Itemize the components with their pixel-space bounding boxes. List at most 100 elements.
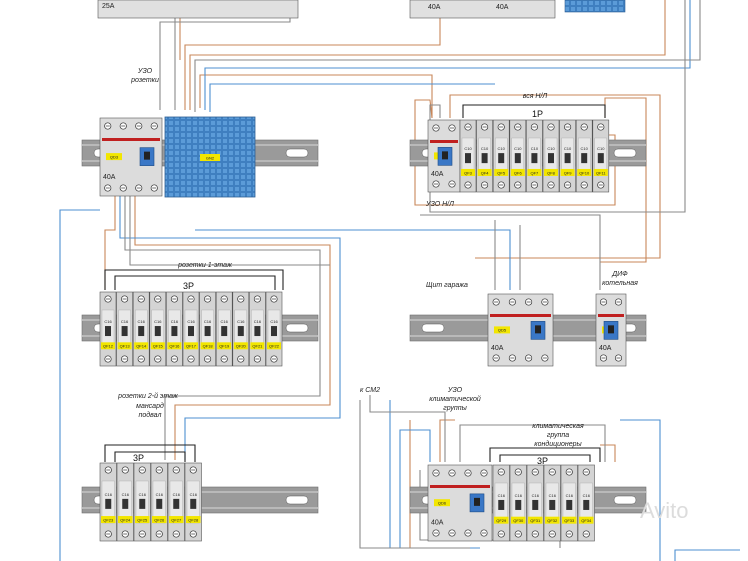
breaker-tag bbox=[186, 516, 201, 524]
breaker-tag bbox=[577, 168, 592, 176]
breaker-toggle[interactable] bbox=[173, 498, 180, 509]
rcd-qd4[interactable]: QD440A bbox=[427, 119, 461, 193]
rail-slot bbox=[285, 323, 309, 333]
breaker-tag bbox=[152, 516, 167, 524]
climate-group-title-2: группа bbox=[547, 432, 569, 439]
breaker-toggle[interactable] bbox=[271, 326, 277, 337]
breaker-toggle[interactable] bbox=[190, 498, 197, 509]
breaker-tag bbox=[511, 516, 526, 524]
breaker-toggle[interactable] bbox=[532, 499, 539, 510]
breaker-tag-text: QF20 bbox=[236, 344, 247, 349]
breaker-toggle[interactable] bbox=[498, 153, 505, 164]
breaker-toggle[interactable] bbox=[531, 153, 538, 164]
breaker-tag bbox=[118, 516, 133, 524]
breaker-toggle[interactable] bbox=[514, 153, 521, 164]
breaker-toggle[interactable] bbox=[254, 326, 261, 337]
breaker-tag-text: QF16 bbox=[169, 344, 180, 349]
breaker-rating: C16 bbox=[532, 493, 540, 498]
breaker-tag-text: QF14 bbox=[136, 344, 147, 349]
breaker-toggle[interactable] bbox=[105, 326, 111, 337]
breaker-toggle[interactable] bbox=[548, 153, 554, 164]
breaker-toggle[interactable] bbox=[188, 326, 194, 337]
breaker-tag bbox=[510, 168, 525, 176]
breaker-toggle[interactable] bbox=[597, 153, 604, 164]
breaker-toggle[interactable] bbox=[583, 499, 590, 510]
rail-slot bbox=[285, 148, 309, 158]
rail-slot bbox=[285, 495, 309, 505]
breaker-toggle[interactable] bbox=[154, 326, 161, 337]
sockets-2nd-title-2: мансард bbox=[136, 402, 164, 410]
breaker-rating: C10 bbox=[531, 146, 539, 151]
rcd-tag bbox=[106, 153, 122, 161]
breaker-rating: C16 bbox=[139, 492, 147, 497]
breaker-tag bbox=[250, 342, 265, 350]
sockets-2nd-group: розетки 2-й этаж мансард подвал 3P C16QF… bbox=[99, 392, 202, 542]
rcd-rating: 40A bbox=[431, 171, 444, 178]
breaker-toggle[interactable] bbox=[549, 499, 556, 510]
breaker-toggle[interactable] bbox=[581, 153, 588, 164]
dif-qd71[interactable]: QD7140A bbox=[595, 293, 627, 367]
breaker-toggle[interactable] bbox=[138, 326, 145, 337]
breaker-toggle[interactable] bbox=[105, 498, 112, 509]
breaker-toggle[interactable] bbox=[515, 499, 522, 510]
breaker-toggle[interactable] bbox=[221, 326, 228, 337]
breaker-tag-text: QF22 bbox=[269, 344, 280, 349]
breaker-toggle[interactable] bbox=[465, 153, 471, 164]
breaker-rating: C16 bbox=[122, 492, 130, 497]
breaker-toggle[interactable] bbox=[564, 153, 571, 164]
breaker-tag-text: QF34 bbox=[581, 518, 592, 523]
rail-slot bbox=[613, 148, 637, 158]
breaker-toggle[interactable] bbox=[237, 326, 244, 337]
breaker-toggle[interactable] bbox=[121, 326, 128, 337]
breaker-toggle[interactable] bbox=[139, 498, 146, 509]
breaker-toggle[interactable] bbox=[566, 499, 573, 510]
dif-title-2: котельная bbox=[602, 280, 638, 287]
breaker-toggle[interactable] bbox=[171, 326, 178, 337]
breaker-toggle[interactable] bbox=[498, 499, 505, 510]
breaker-toggle[interactable] bbox=[156, 498, 163, 509]
breaker-toggle[interactable] bbox=[204, 326, 211, 337]
bus-tag bbox=[200, 154, 220, 161]
breaker-toggle[interactable] bbox=[122, 498, 129, 509]
breaker-tag bbox=[267, 342, 281, 350]
breaker-tag bbox=[593, 168, 608, 176]
breaker-toggle[interactable] bbox=[481, 153, 488, 164]
breaker-rating: C10 bbox=[514, 146, 522, 151]
